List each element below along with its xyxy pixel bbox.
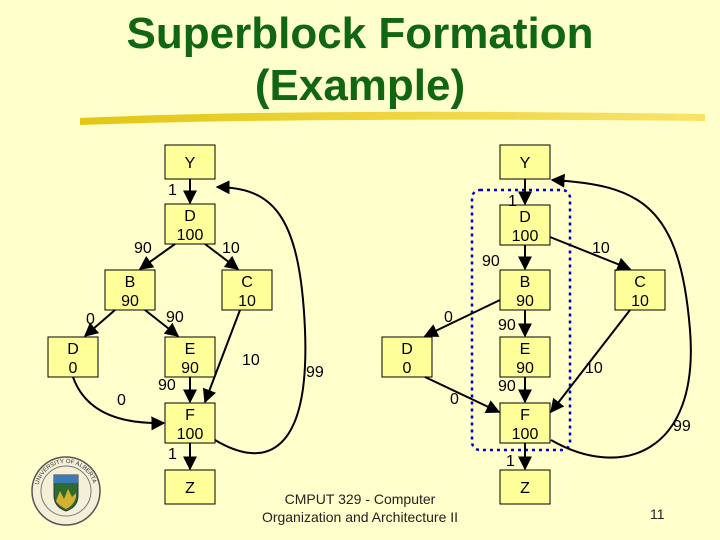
left-node-c-name: C [241, 274, 253, 291]
left-node-e-name: E [185, 341, 196, 358]
left-node-d0 [47, 336, 99, 378]
left-edge-d0-f [72, 376, 166, 431]
left-node-z [164, 469, 216, 505]
title-underline [80, 111, 705, 125]
left-node-e [164, 336, 216, 378]
left-edge-c-f [202, 309, 241, 404]
right-edge-b-d0 [423, 299, 501, 337]
left-node-c [221, 269, 273, 311]
left-node-b [104, 269, 156, 311]
right-graph: Y D 100 B 90 C 10 D 0 E 90 F 100 Z 1 90 … [381, 144, 692, 505]
left-edge-b-e-label: 90 [166, 309, 184, 326]
right-edge-c-f-label: 10 [585, 360, 603, 377]
footer-course: CMPUT 329 - Computer Organization and Ar… [250, 490, 470, 526]
left-node-d-name: D [184, 208, 196, 225]
right-edge-y-d-label: 1 [508, 193, 517, 210]
left-node-f [164, 402, 216, 444]
right-edge-f-z-label: 1 [506, 453, 515, 470]
left-node-y-label: Y [185, 155, 196, 172]
left-node-d [164, 203, 216, 245]
left-edge-d-c [204, 243, 240, 270]
right-edge-d-c [549, 236, 632, 271]
right-node-f [499, 402, 551, 444]
right-node-c [614, 269, 666, 311]
left-graph: Y D 100 B 90 C 10 D 0 E 90 F 100 Z 1 90 … [47, 144, 324, 505]
right-edge-c-f [550, 309, 631, 414]
page-number: 11 [650, 506, 665, 522]
footer-line-1: CMPUT 329 - Computer [284, 491, 436, 507]
left-node-d0-name: D [67, 341, 79, 358]
right-node-e-count: 90 [516, 360, 534, 377]
right-node-d0-name: D [401, 341, 413, 358]
right-edge-d-b-label: 90 [482, 253, 500, 270]
right-node-d-name: D [519, 209, 531, 226]
right-node-e-name: E [520, 341, 531, 358]
title-line-2: (Example) [254, 61, 466, 110]
right-edge-d0-f [424, 376, 501, 413]
right-node-c-name: C [634, 274, 646, 291]
left-edge-c-f-label: 10 [242, 352, 260, 369]
right-node-d0 [381, 336, 433, 378]
superblock-boundary [470, 188, 572, 452]
right-node-y [499, 144, 551, 180]
right-node-f-name: F [520, 407, 530, 424]
left-node-d0-count: 0 [69, 360, 78, 377]
left-node-b-count: 90 [121, 293, 139, 310]
left-node-z-label: Z [185, 480, 195, 497]
right-edge-e-f-label: 90 [498, 378, 516, 395]
left-edge-d0-f-label: 0 [117, 392, 126, 409]
left-node-e-count: 90 [181, 360, 199, 377]
left-node-b-name: B [125, 274, 136, 291]
right-edge-f-y [550, 173, 692, 459]
left-node-c-count: 10 [238, 293, 256, 310]
right-edge-d-c-label: 10 [592, 240, 610, 257]
right-edge-b-d0-label: 0 [444, 309, 453, 326]
right-edge-f-y-label: 99 [673, 418, 691, 435]
left-edge-b-d0-label: 0 [86, 311, 95, 328]
left-edge-f-z-label: 1 [168, 446, 177, 463]
right-edge-b-e-label: 90 [498, 317, 516, 334]
left-node-d-count: 100 [177, 227, 204, 244]
left-edge-y-d-label: 1 [168, 182, 177, 199]
university-logo: UNIVERSITY OF ALBERTA [31, 456, 101, 526]
slide-title: Superblock Formation (Example) [0, 8, 720, 112]
right-node-e [499, 336, 551, 378]
left-edge-d-c-label: 10 [222, 240, 240, 257]
footer-line-2: Organization and Architecture II [261, 509, 459, 525]
right-node-b-name: B [520, 274, 531, 291]
left-edge-d-b-label: 90 [134, 240, 152, 257]
right-node-z-label: Z [520, 480, 530, 497]
left-edge-e-f-label: 90 [158, 377, 176, 394]
left-edge-b-d0 [83, 309, 116, 337]
title-line-1: Superblock Formation [126, 9, 594, 58]
left-node-f-count: 100 [177, 426, 204, 443]
left-edge-f-y-label: 99 [306, 364, 324, 381]
left-edge-d-b [138, 243, 176, 270]
right-node-c-count: 10 [631, 293, 649, 310]
right-node-d [499, 204, 551, 246]
right-edge-d0-f-label: 0 [450, 391, 459, 408]
right-node-b [499, 269, 551, 311]
right-node-f-count: 100 [512, 426, 539, 443]
right-node-b-count: 90 [516, 293, 534, 310]
left-node-f-name: F [185, 407, 195, 424]
left-edge-b-e [144, 309, 180, 337]
right-node-y-label: Y [520, 155, 531, 172]
right-node-d0-count: 0 [403, 360, 412, 377]
right-node-d-count: 100 [512, 228, 539, 245]
left-edge-f-y [214, 180, 307, 455]
